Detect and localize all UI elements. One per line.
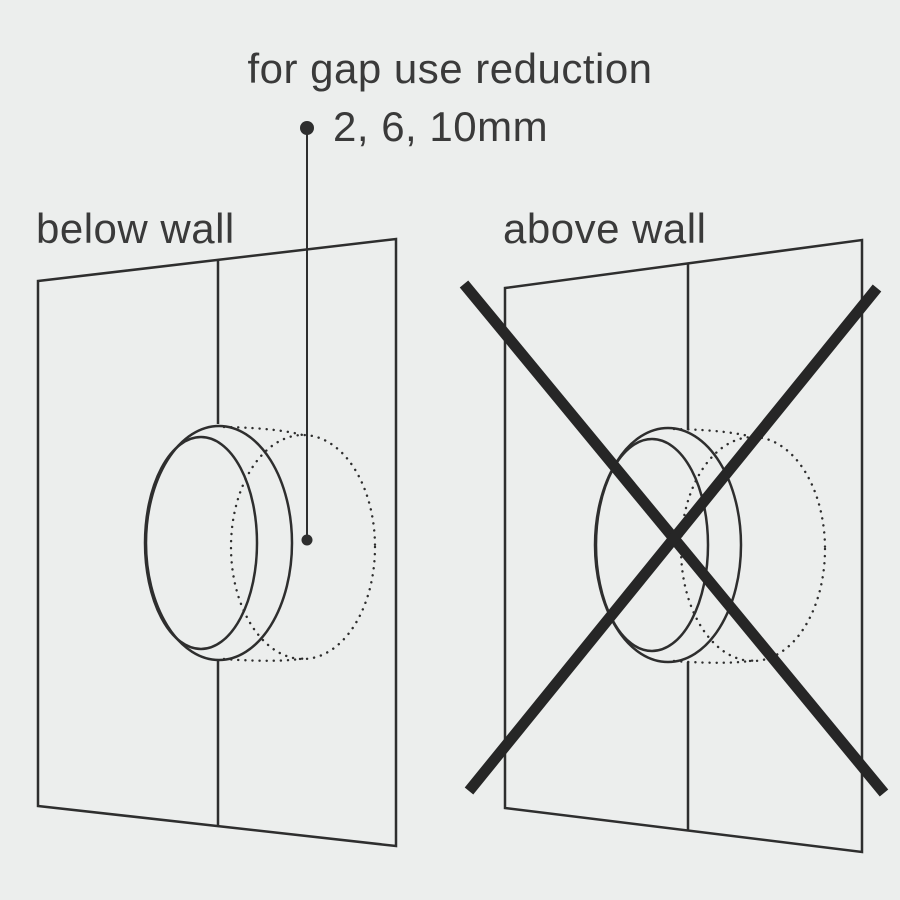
left-socket-front-ellipse (143, 435, 259, 651)
right-wall-outline (503, 238, 864, 854)
left-socket-rim-ellipse (144, 424, 294, 662)
left-socket-dotted-ellipse (229, 433, 377, 661)
left-wall-panel (36, 237, 398, 848)
annotation-title: for gap use reduction (247, 45, 653, 92)
annotation-value: 2, 6, 10mm (333, 103, 549, 150)
right-socket-front-ellipse (594, 437, 710, 653)
left-panel-label: below wall (36, 205, 235, 252)
right-panel-label: above wall (503, 205, 707, 252)
cross-stroke-ascending (464, 284, 882, 795)
leader-dot-top (300, 121, 314, 135)
leader-dot-bottom (301, 534, 313, 546)
left-socket-recessed-dotted (222, 425, 377, 662)
leader-line-pointer (300, 121, 314, 546)
left-wall-outline (36, 237, 398, 848)
prohibited-cross-icon (459, 280, 889, 797)
right-socket-dotted-top-edge (672, 427, 758, 440)
